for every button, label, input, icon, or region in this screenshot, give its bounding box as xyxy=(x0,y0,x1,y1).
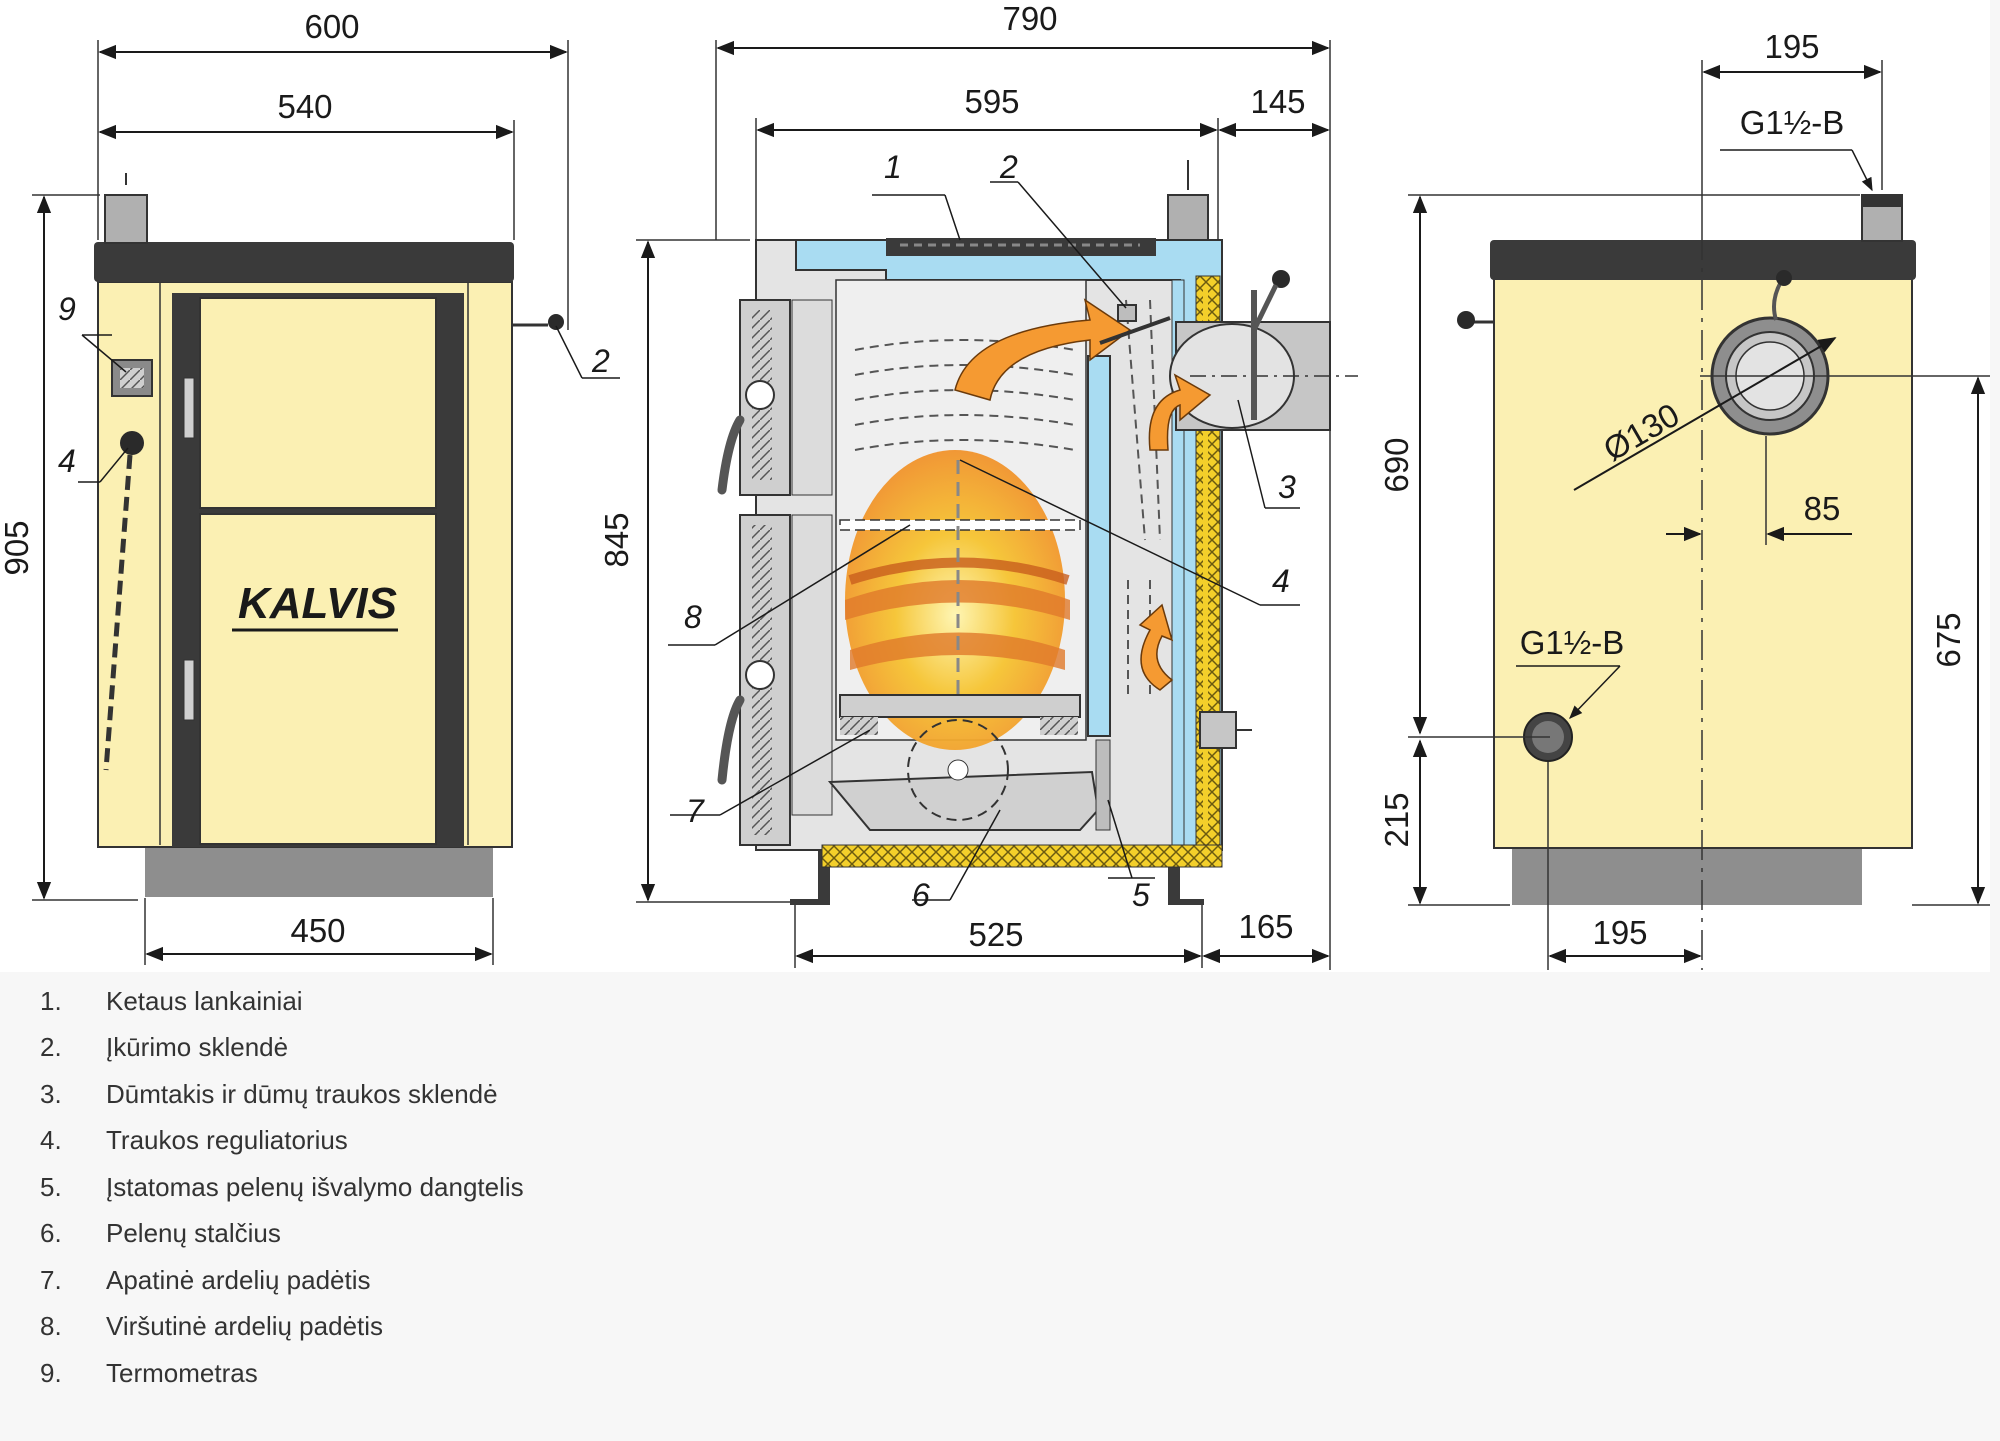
brand-logo: KALVIS xyxy=(238,579,397,628)
legend-text: Įkūrimo sklendė xyxy=(106,1032,289,1063)
flue-damper-knob-icon xyxy=(1272,270,1290,288)
dim-front-height: 905 xyxy=(0,520,35,575)
side-damper-knob-icon xyxy=(1457,311,1475,329)
legend-text: Apatinė ardelių padėtis xyxy=(106,1264,371,1295)
legend-item: 3. Dūmtakis ir dūmų traukos sklendė xyxy=(40,1071,524,1118)
dim-side-flue-offset: 85 xyxy=(1804,490,1841,527)
legend-number: 3. xyxy=(40,1078,62,1109)
dim-section-height: 845 xyxy=(598,512,635,567)
legend-text: Pelenų stalčius xyxy=(106,1218,281,1249)
dim-front-total-width: 600 xyxy=(304,8,359,45)
legend-text: Termometras xyxy=(106,1357,258,1388)
cast-iron-rings xyxy=(886,238,1156,256)
legend-item: 4. Traukos reguliatorius xyxy=(40,1118,524,1165)
boiler-drawing: KALVIS 600 540 905 450 9 4 2 xyxy=(0,0,1990,970)
ignition-damper xyxy=(1117,304,1137,322)
dim-side-bottom-offset: 195 xyxy=(1592,914,1647,951)
callout-4-front: 4 xyxy=(58,443,76,479)
dim-side-flue-height: 690 xyxy=(1378,437,1415,492)
flow-arrow-icon xyxy=(1138,603,1174,691)
callout-7: 7 xyxy=(686,793,705,829)
callout-5: 5 xyxy=(1132,877,1150,913)
door-handle-icon xyxy=(717,695,745,785)
dim-side-inlet-thread: G1½-B xyxy=(1520,624,1625,661)
callout-3: 3 xyxy=(1278,469,1296,505)
dim-side-top-offset: 195 xyxy=(1764,28,1819,65)
front-hinge xyxy=(183,377,195,439)
front-top-plate xyxy=(94,242,514,282)
section-return-pipe xyxy=(1199,711,1237,749)
section-view: 790 595 145 845 525 165 1 2 3 4 5 6 xyxy=(598,0,1358,970)
legend-text: Viršutinė ardelių padėtis xyxy=(106,1311,384,1342)
legend-number: 1. xyxy=(40,985,62,1016)
insulation xyxy=(821,844,1223,868)
legend-item: 2. Įkūrimo sklendė xyxy=(40,1025,524,1072)
front-base xyxy=(145,845,493,897)
cleaning-cover xyxy=(1095,739,1111,831)
section-outlet-pipe xyxy=(1167,194,1209,241)
dim-front-base-width: 450 xyxy=(290,912,345,949)
legend-item: 1. Ketaus lankainiai xyxy=(40,978,524,1025)
dim-front-top-width: 540 xyxy=(277,88,332,125)
legend-item: 8. Viršutinė ardelių padėtis xyxy=(40,1304,524,1351)
dim-section-body-width: 595 xyxy=(964,83,1019,120)
lower-grate xyxy=(839,694,1081,718)
legend-number: 4. xyxy=(40,1125,62,1156)
flow-arrow-icon xyxy=(1148,373,1212,451)
boiler-diagram-panel: KALVIS 600 540 905 450 9 4 2 xyxy=(0,0,1990,972)
callout-6: 6 xyxy=(912,877,930,913)
dim-side-inlet-height: 215 xyxy=(1378,792,1415,847)
side-body xyxy=(1493,277,1913,849)
front-lower-door xyxy=(199,513,437,845)
legend-text: Traukos reguliatorius xyxy=(106,1125,348,1156)
dim-section-base-width: 525 xyxy=(968,916,1023,953)
legend-number: 6. xyxy=(40,1218,62,1249)
dim-section-total-width: 790 xyxy=(1002,0,1057,37)
front-view: KALVIS 600 540 905 450 9 4 2 xyxy=(0,8,620,965)
callout-4-section: 4 xyxy=(1272,563,1290,599)
callout-2-section: 2 xyxy=(999,149,1018,185)
legend-item: 7. Apatinė ardelių padėtis xyxy=(40,1257,524,1304)
dim-section-flue-depth: 145 xyxy=(1250,83,1305,120)
legend-item: 5. Įstatomas pelenų išvalymo dangtelis xyxy=(40,1164,524,1211)
draft-regulator-knob-icon xyxy=(120,431,144,455)
legend-number: 8. xyxy=(40,1311,62,1342)
side-top-plate xyxy=(1490,240,1916,280)
door-handle-icon xyxy=(717,415,745,495)
upper-grate-position xyxy=(839,519,1081,531)
callout-9: 9 xyxy=(58,291,76,327)
legend-number: 5. xyxy=(40,1171,62,1202)
dim-side-inlet-height-from-top: 675 xyxy=(1930,612,1967,667)
flow-arrow-icon xyxy=(954,298,1132,401)
legend-text: Ketaus lankainiai xyxy=(106,985,303,1016)
legend-text: Įstatomas pelenų išvalymo dangtelis xyxy=(106,1171,524,1202)
legend-number: 7. xyxy=(40,1264,62,1295)
legend-item: 6. Pelenų stalčius xyxy=(40,1211,524,1258)
ignition-damper-knob-icon xyxy=(548,314,564,330)
ash-drawer xyxy=(827,770,1100,831)
callout-2-front: 2 xyxy=(591,343,610,379)
side-base xyxy=(1512,845,1862,905)
side-view: 195 G1½-B 690 215 Ø130 85 675 G1½-B 195 xyxy=(1378,28,1990,970)
callout-8: 8 xyxy=(684,599,702,635)
front-top-pipe xyxy=(104,194,148,244)
legend-text: Dūmtakis ir dūmų traukos sklendė xyxy=(106,1078,498,1109)
front-upper-door xyxy=(199,297,437,509)
dim-side-outlet-thread: G1½-B xyxy=(1740,104,1845,141)
legend-list: 1. Ketaus lankainiai 2. Įkūrimo sklendė 3.… xyxy=(40,978,524,1397)
legend-number: 9. xyxy=(40,1357,62,1388)
callout-1: 1 xyxy=(884,149,902,185)
dim-section-flue-extension: 165 xyxy=(1238,908,1293,945)
front-hinge xyxy=(183,659,195,721)
legend-item: 9. Termometras xyxy=(40,1350,524,1397)
legend-number: 2. xyxy=(40,1032,62,1063)
